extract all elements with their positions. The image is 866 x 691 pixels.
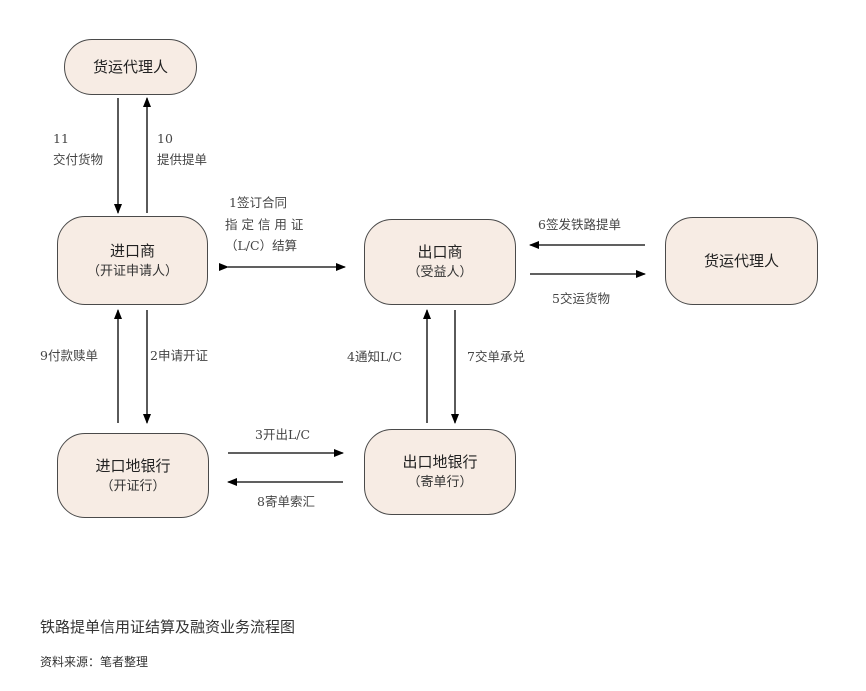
label-step11-text: 交付货物 <box>53 152 104 167</box>
node-importer-bank-label: 进口地银行 <box>95 456 171 475</box>
node-importer-bank-role: （开证行） <box>100 478 166 494</box>
label-step11-number: 11 <box>53 131 69 146</box>
label-step7: 7交单承兑 <box>467 349 525 364</box>
label-step1-line2: 指 定 信 用 证 <box>225 217 304 232</box>
node-exporter-bank-role: （寄单行） <box>407 475 473 490</box>
label-step6: 6签发铁路提单 <box>538 217 621 232</box>
node-exporter: 出口商 （受益人） <box>364 219 516 305</box>
node-forwarder-right-label: 货运代理人 <box>703 252 779 270</box>
node-exporter-role: （受益人） <box>407 265 473 280</box>
figure-caption: 铁路提单信用证结算及融资业务流程图 <box>40 618 296 636</box>
label-step4: 4通知L/C <box>347 349 403 364</box>
label-step8: 8寄单索汇 <box>257 494 315 509</box>
node-importer-role: （开证申请人） <box>86 263 178 279</box>
node-forwarder-right: 货运代理人 <box>665 217 818 305</box>
figure-source: 资料来源：笔者整理 <box>40 655 149 669</box>
label-step3: 3开出L/C <box>255 427 311 442</box>
node-exporter-label: 出口商 <box>417 243 463 261</box>
node-importer-label: 进口商 <box>109 241 155 260</box>
node-exporter-bank: 出口地银行 （寄单行） <box>364 429 516 515</box>
label-step10-text: 提供提单 <box>157 152 208 167</box>
node-forwarder-left-label: 货运代理人 <box>92 58 168 76</box>
node-forwarder-left: 货运代理人 <box>64 39 197 95</box>
label-step10-number: 10 <box>157 131 173 146</box>
node-importer-bank: 进口地银行 （开证行） <box>57 433 209 518</box>
label-step2: 2申请开证 <box>150 348 208 363</box>
label-step1-line1: 1签订合同 <box>229 195 287 210</box>
node-exporter-bank-label: 出口地银行 <box>402 453 478 471</box>
label-step5: 5交运货物 <box>552 291 610 306</box>
node-importer: 进口商 （开证申请人） <box>57 216 208 305</box>
label-step1-line3: （L/C）结算 <box>225 238 298 253</box>
label-step9: 9付款赎单 <box>40 348 98 363</box>
